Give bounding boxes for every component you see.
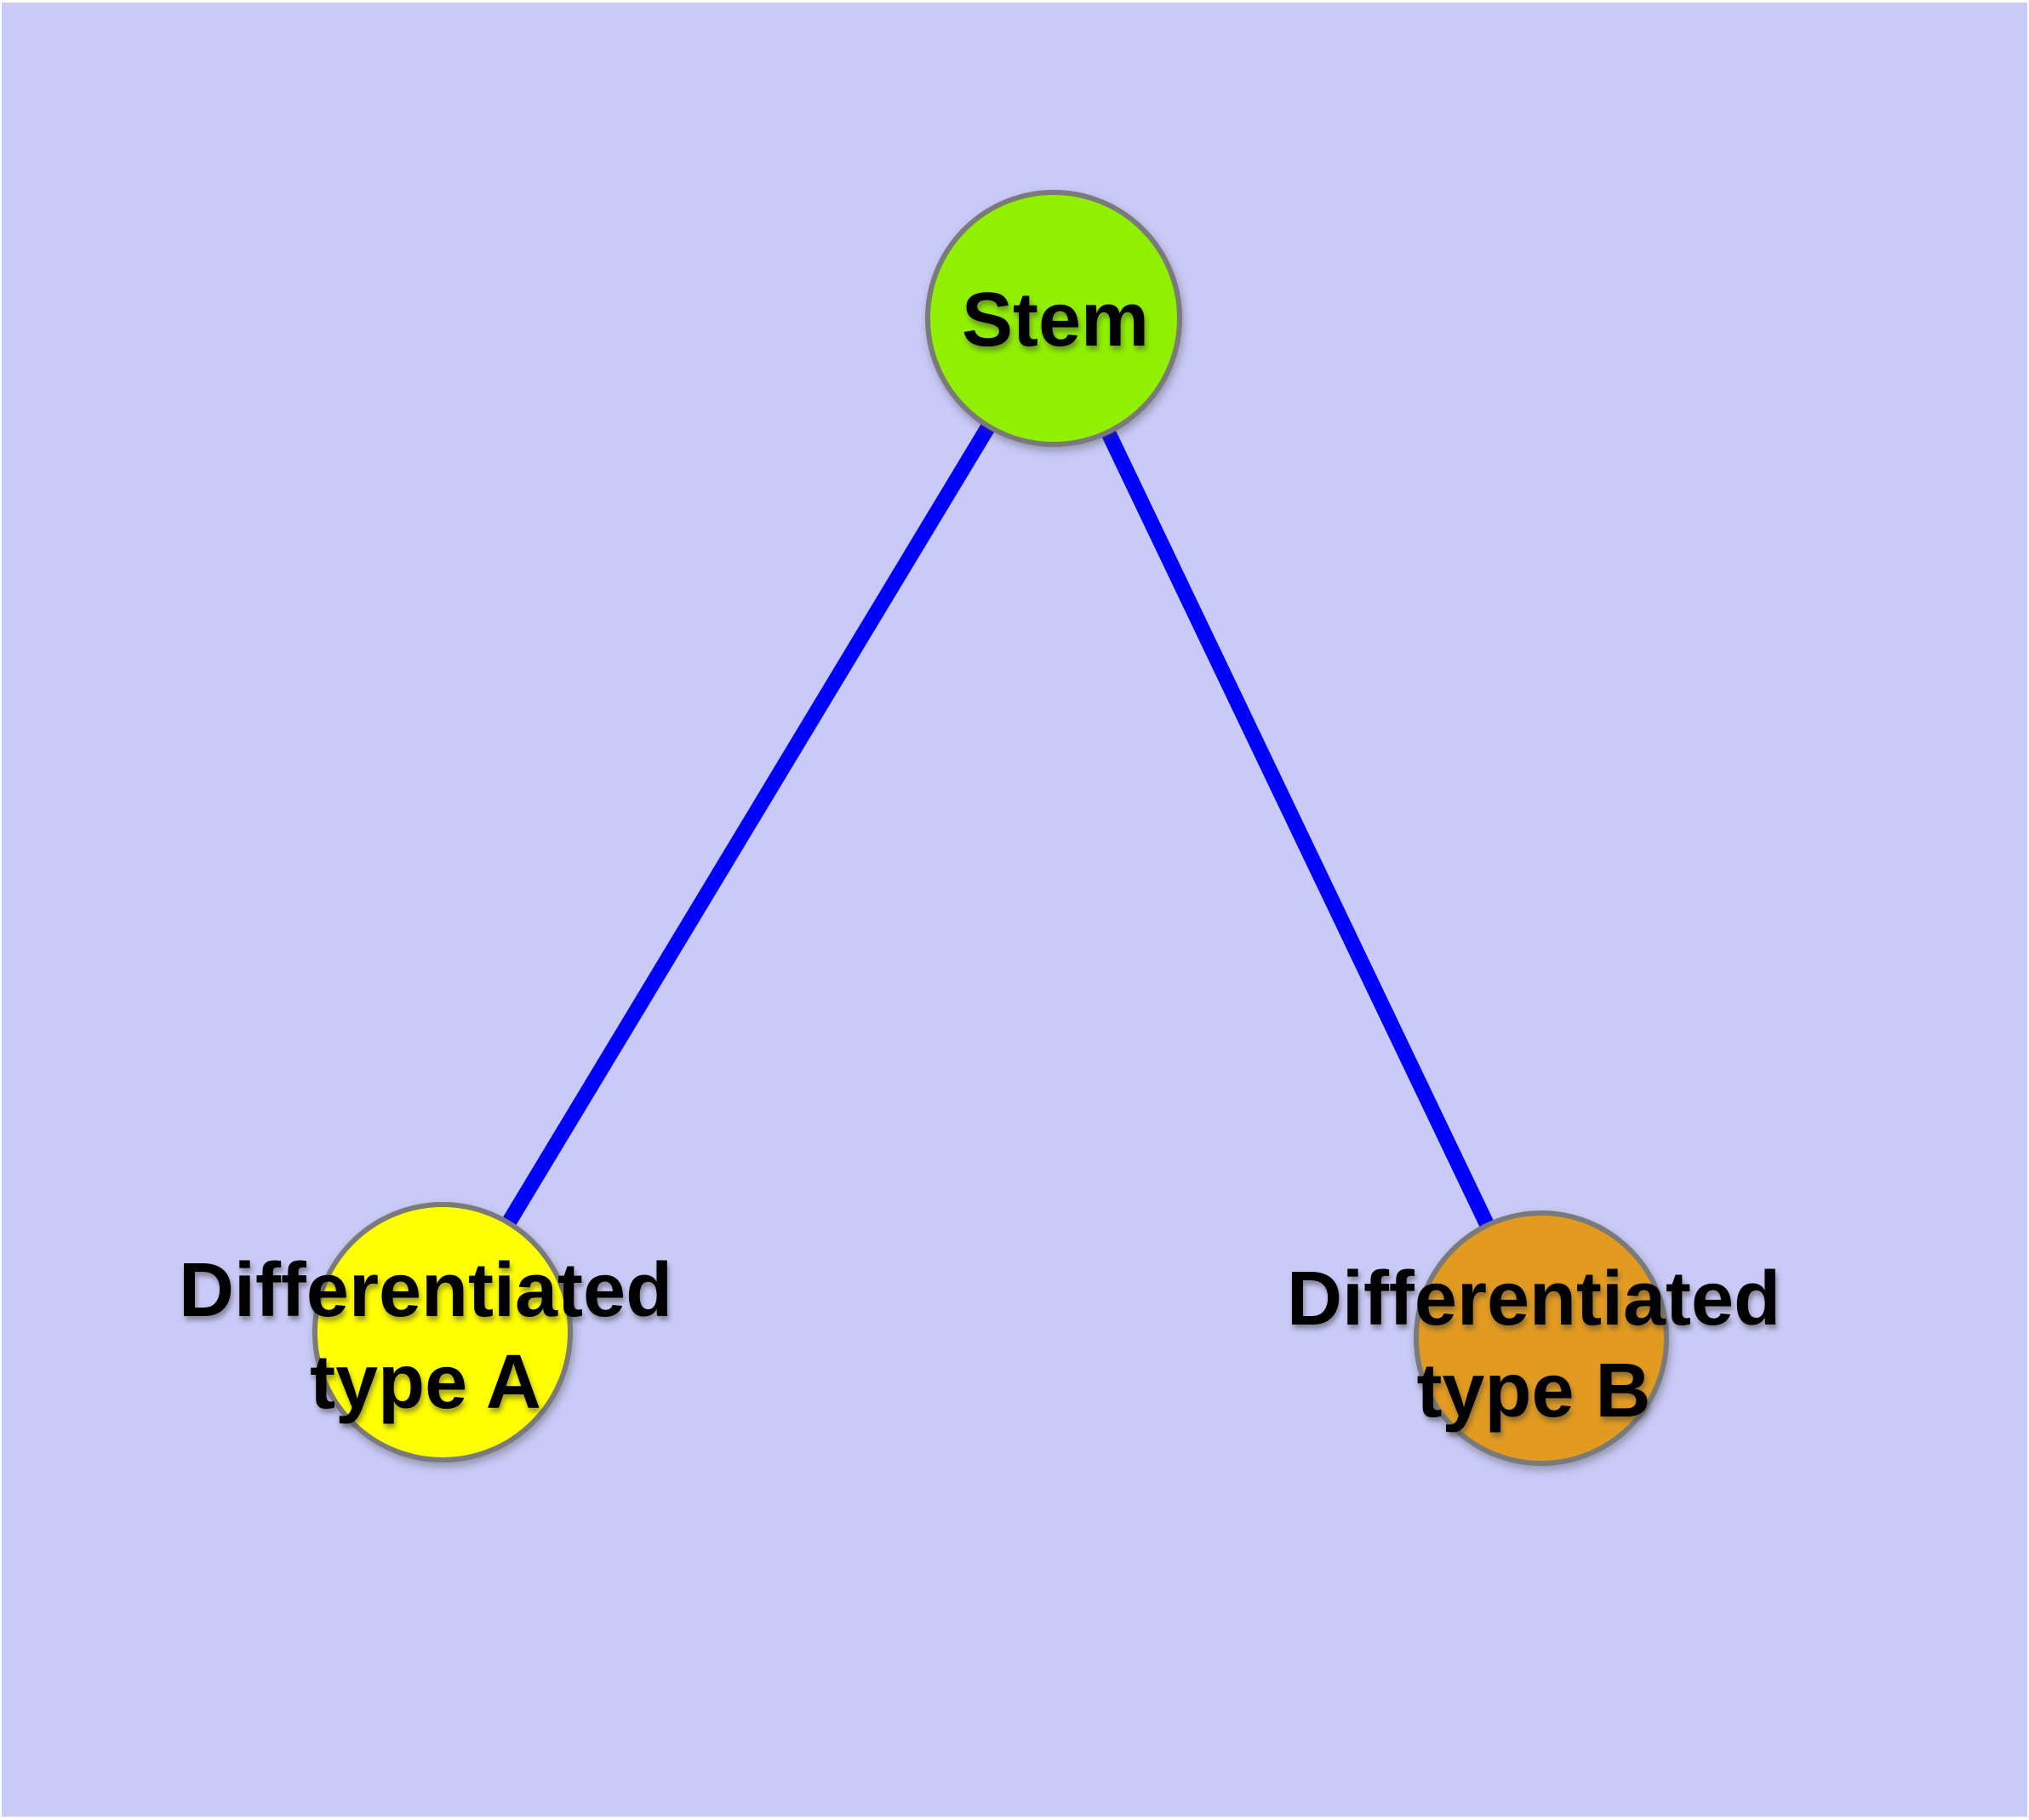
stem-node-label: Stem	[962, 274, 1149, 366]
type-b-node-label: Differentiated type B	[1287, 1253, 1780, 1437]
node-group	[312, 190, 1669, 1466]
type-b-node	[1414, 1210, 1669, 1466]
edge-group	[436, 314, 1549, 1342]
stem-node-label-text: Stem	[961, 278, 1150, 363]
type-a-node-label-line1: Differentiated	[178, 1248, 673, 1333]
stem-node	[925, 190, 1182, 447]
type-a-node-label: Differentiated type A	[179, 1245, 672, 1428]
edge-stem-to-type-a	[436, 314, 1060, 1336]
type-b-node-label-line2: type B	[1416, 1348, 1651, 1434]
edge-stem-to-type-b	[1046, 315, 1549, 1342]
type-b-node-label-line1: Differentiated	[1286, 1256, 1781, 1342]
type-a-node	[312, 1202, 573, 1462]
type-a-node-label-line2: type A	[310, 1340, 541, 1425]
